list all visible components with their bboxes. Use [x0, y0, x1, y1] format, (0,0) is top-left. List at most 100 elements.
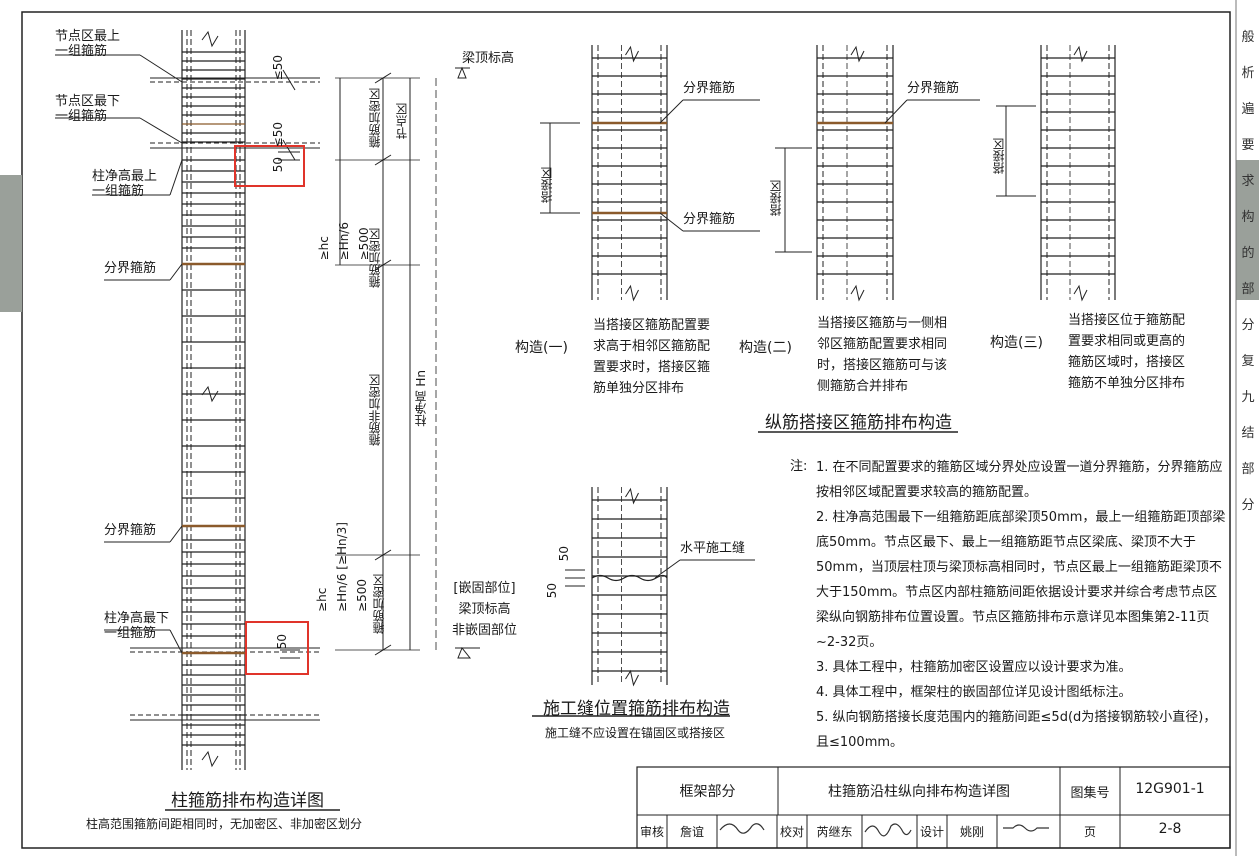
tb-atlas-label: 图集号	[1070, 786, 1110, 801]
adjacent-page-edge-text: 般 析 遍 要 求 构 的 部 分 复 九 结 部 分	[1241, 30, 1255, 513]
tb-page-no: 2-8	[1158, 821, 1182, 837]
note-item-1: 1. 在不同配置要求的箍筋区域分界处应设置一道分界箍筋，分界箍筋应按相邻区域配置…	[816, 460, 1223, 500]
label-embed-note: [嵌固部位] 梁顶标高 非嵌固部位	[452, 578, 517, 641]
sheet-border	[21, 11, 1231, 849]
dim-50-a: 50	[271, 157, 285, 173]
tb-page-label: 页	[1083, 825, 1096, 839]
joint-subtitle: 施工缝不应设置在锚固区或搭接区	[545, 726, 726, 740]
splice-c2-label: 构造(二)	[739, 340, 792, 356]
leader-joint-bottom	[139, 117, 183, 144]
notes-prefix: 注:	[790, 459, 808, 474]
tb-designer: 姚刚	[959, 825, 984, 839]
joint-leader	[654, 559, 681, 579]
dim-chain-slash	[374, 549, 392, 561]
label-boundary-bottom: 分界箍筋	[104, 523, 157, 538]
left-detail-title: 柱箍筋排布构造详图	[171, 791, 324, 811]
splice-b1-leader	[659, 99, 684, 124]
zone-bottom-dense: 箍筋加密区	[372, 574, 386, 634]
tb-sig-checker	[864, 823, 912, 837]
zone-top-dense: 箍筋加密区	[368, 228, 382, 288]
dim-cond-bottom: ≥hc ≥Hn/6 [≥Hn/3] ≥500	[312, 522, 372, 612]
splice-boundary-1: 分界箍筋	[683, 81, 736, 96]
joint-col-break-top	[625, 487, 639, 505]
joint-title: 施工缝位置箍筋排布构造	[543, 699, 730, 719]
main-col-break-bottom	[201, 750, 219, 768]
tic-a	[282, 69, 296, 91]
highlight-box-top	[234, 145, 305, 187]
label-joint-top-group-text: 节点区最上 一组箍筋	[55, 29, 121, 59]
joint-wave	[591, 574, 668, 582]
dim-chain-slash	[374, 72, 392, 84]
splice-c3-label: 构造(三)	[990, 335, 1043, 351]
highlight-box-bottom	[245, 621, 309, 675]
dim-chain-slash	[374, 259, 392, 271]
leader-boundary-top	[169, 263, 183, 281]
splice-c1-label: 构造(一)	[515, 340, 568, 356]
tb-checker: 芮继东	[816, 825, 853, 839]
tb-drawing-title: 柱箍筋沿柱纵向排布构造详图	[828, 784, 1010, 800]
main-col-break-top	[201, 30, 219, 48]
note-item-3: 3. 具体工程中，柱箍筋加密区设置应以设计要求为准。	[816, 660, 1132, 675]
zone-middle: 箍筋非加密区	[368, 374, 382, 446]
notes-list: 1. 在不同配置要求的箍筋区域分界处应设置一道分界箍筋，分界箍筋应按相邻区域配置…	[816, 455, 1226, 755]
splice-col-3-break-bottom	[1073, 284, 1088, 302]
label-joint-bottom-group: 节点区最下 一组箍筋	[55, 94, 120, 125]
note-item-2: 2. 柱净高范围最下一组箍筋距底部梁顶50mm，最上一组箍筋距顶部梁底50mm。…	[816, 510, 1226, 650]
elev-mark-bottom	[455, 647, 480, 659]
tb-design: 设计	[919, 825, 944, 839]
splice-zone-1: 搭接区	[540, 167, 554, 203]
leader-column-top	[169, 159, 183, 196]
zone-joint-dense: 箍筋加密区	[368, 88, 382, 148]
joint-dim-2: 50	[545, 583, 559, 599]
label-column-bottom-group: 柱净高最下 一组箍筋	[104, 611, 169, 642]
splice-boundary-2: 分界箍筋	[683, 212, 736, 227]
side-tab-left	[0, 175, 22, 312]
label-beam-top-elev: 梁顶标高	[462, 51, 515, 66]
label-embed-note-text: [嵌固部位] 梁顶标高 非嵌固部位	[452, 581, 518, 638]
tb-review: 审核	[639, 825, 664, 839]
joint-dim-1: 50	[557, 546, 571, 562]
title-block-frame	[636, 766, 1231, 849]
splice-col-2-break-bottom	[850, 284, 865, 302]
dim-cond-top-text: ≥hc ≥Hn/6 ≥500	[317, 222, 371, 261]
tb-reviewer: 詹谊	[679, 825, 704, 839]
note-item-4: 4. 具体工程中，框架柱的嵌固部位详见设计图纸标注。	[816, 685, 1132, 700]
zone-net-height: 柱净高 Hn	[414, 370, 428, 427]
dim-chain-slash	[374, 154, 392, 166]
dim-50-b: 50	[275, 634, 289, 650]
tb-check: 校对	[779, 825, 804, 839]
label-boundary-top: 分界箍筋	[104, 261, 157, 276]
splice-boundary-3: 分界箍筋	[907, 81, 960, 96]
splice-b2-leader	[659, 212, 684, 232]
tb-sig-designer	[1003, 824, 1049, 832]
tic-b	[282, 139, 296, 161]
note-item-5: 5. 纵向钢筋搭接长度范围内的箍筋间距≤5d(d为搭接钢筋较小直径)，且≤100…	[816, 710, 1217, 750]
splice-c3-desc: 当搭接区位于箍筋配 置要求相同或更高的 箍筋区域时，搭接区 箍筋不单独分区排布	[1068, 310, 1185, 394]
dim-cond-bottom-text: ≥hc ≥Hn/6 [≥Hn/3] ≥500	[315, 522, 369, 612]
splice-col-1-break-bottom	[625, 284, 639, 302]
elev-mark-top	[455, 66, 470, 79]
splice-title: 纵筋搭接区箍筋排布构造	[765, 413, 952, 433]
splice-zone-3: 搭接区	[992, 138, 1006, 174]
dim-le50-b: ≤50	[271, 122, 285, 148]
joint-label: 水平施工缝	[680, 541, 746, 556]
zone-joint: 节点区	[395, 103, 409, 139]
label-column-top-group-text: 柱净高最上 一组箍筋	[92, 169, 158, 199]
dim-chain-slash	[374, 644, 392, 656]
label-joint-top-group: 节点区最上 一组箍筋	[55, 29, 121, 60]
leader-column-bottom	[169, 629, 183, 654]
splice-c1-desc: 当搭接区箍筋配置要 求高于相邻区箍筋配 置要求时，搭接区箍 筋单独分区排布	[593, 315, 710, 399]
splice-c1-desc-text: 当搭接区箍筋配置要 求高于相邻区箍筋配 置要求时，搭接区箍 筋单独分区排布	[593, 318, 711, 396]
splice-zone-2: 搭接区	[769, 180, 783, 216]
leader-boundary-bottom	[169, 525, 183, 543]
leader-joint-top	[139, 54, 183, 83]
splice-b3-leader	[884, 99, 908, 124]
label-column-top-group: 柱净高最上 一组箍筋	[92, 169, 158, 200]
splice-col-2-break-top	[850, 45, 865, 63]
tb-atlas-no: 12G901-1	[1135, 781, 1205, 797]
splice-col-1-break-top	[625, 45, 639, 63]
splice-c3-desc-text: 当搭接区位于箍筋配 置要求相同或更高的 箍筋区域时，搭接区 箍筋不单独分区排布	[1068, 313, 1186, 391]
splice-c2-desc: 当搭接区箍筋与一侧相 邻区箍筋配置要求相同 时，搭接区箍筋可与该 侧箍筋合并排布	[817, 313, 947, 397]
